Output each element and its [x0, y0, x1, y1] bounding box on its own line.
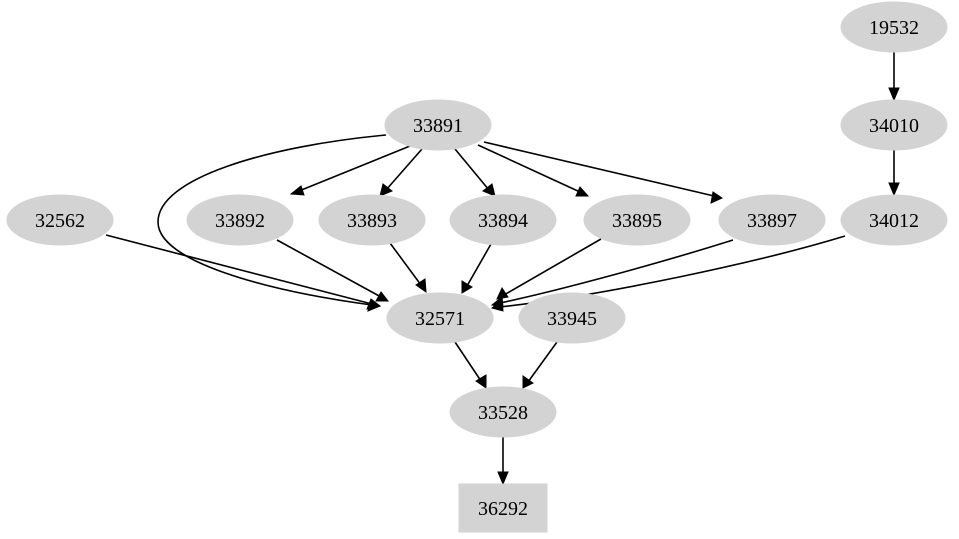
node-ellipse-shape[interactable]	[518, 292, 626, 344]
edge-line	[499, 239, 734, 304]
graph-node-34012[interactable]: 34012	[840, 194, 948, 246]
edge-line	[503, 238, 602, 296]
arrowhead-icon	[522, 375, 534, 389]
arrowhead-icon	[710, 191, 724, 204]
edge-line	[477, 144, 581, 193]
arrowhead-icon	[482, 183, 496, 197]
arrowhead-icon	[289, 185, 305, 196]
graph-node-33893[interactable]: 33893	[318, 194, 426, 246]
node-ellipse-shape[interactable]	[583, 194, 691, 246]
arrowhead-icon	[490, 299, 504, 312]
edge-line	[527, 341, 558, 383]
edge-32571-to-33528	[454, 341, 487, 389]
arrowhead-icon	[475, 374, 487, 389]
edge-33891-to-33893	[379, 148, 423, 197]
edge-33528-to-36292	[497, 437, 509, 486]
graph-node-34010[interactable]: 34010	[840, 99, 948, 151]
graph-node-33528[interactable]: 33528	[449, 386, 557, 438]
edge-layer	[105, 52, 900, 486]
edge-33891-to-33894	[454, 148, 496, 197]
arrowhead-icon	[888, 182, 900, 197]
arrowhead-icon	[575, 186, 590, 197]
graph-node-33894[interactable]: 33894	[449, 194, 557, 246]
arrowhead-icon	[366, 298, 382, 310]
edge-line	[157, 134, 387, 306]
node-ellipse-shape[interactable]	[449, 386, 557, 438]
edge-line	[466, 243, 492, 287]
graph-node-32562[interactable]: 32562	[6, 194, 114, 246]
edge-19532-to-34010	[888, 52, 900, 102]
edge-33894-to-32571	[461, 243, 492, 294]
node-ellipse-shape[interactable]	[186, 194, 294, 246]
node-ellipse-shape[interactable]	[318, 194, 426, 246]
arrowhead-icon	[497, 471, 509, 486]
node-ellipse-shape[interactable]	[840, 1, 948, 53]
edge-33893-to-32571	[389, 242, 427, 294]
graph-node-33897[interactable]: 33897	[718, 194, 826, 246]
edge-line	[483, 141, 715, 197]
edge-line	[105, 234, 373, 305]
node-ellipse-shape[interactable]	[718, 194, 826, 246]
edge-33891-to-33892	[289, 145, 411, 196]
edge-line	[276, 239, 382, 298]
node-ellipse-shape[interactable]	[840, 99, 948, 151]
edge-33945-to-33528	[522, 341, 558, 389]
arrowhead-icon	[888, 87, 900, 102]
edge-33892-to-32571	[276, 239, 390, 302]
edge-32562-to-32571	[105, 234, 382, 310]
node-ellipse-shape[interactable]	[384, 99, 492, 151]
node-ellipse-shape[interactable]	[449, 194, 557, 246]
node-box-shape[interactable]	[458, 483, 548, 533]
edge-line	[385, 148, 423, 191]
arrowhead-icon	[415, 278, 427, 294]
graph-node-19532[interactable]: 19532	[840, 1, 948, 53]
edge-33891-to-33897	[483, 141, 724, 204]
graph-node-33895[interactable]: 33895	[583, 194, 691, 246]
edge-line	[454, 341, 482, 382]
graph-node-32571[interactable]: 32571	[386, 292, 494, 344]
graph-node-36292[interactable]: 36292	[458, 483, 548, 533]
node-ellipse-shape[interactable]	[386, 292, 494, 344]
arrowhead-icon	[379, 183, 393, 197]
node-ellipse-shape[interactable]	[840, 194, 948, 246]
graph-node-33892[interactable]: 33892	[186, 194, 294, 246]
edge-line	[454, 148, 490, 191]
edge-34010-to-34012	[888, 150, 900, 197]
arrowhead-icon	[461, 280, 473, 294]
edge-line	[298, 145, 411, 192]
graph-node-33945[interactable]: 33945	[518, 292, 626, 344]
node-ellipse-shape[interactable]	[6, 194, 114, 246]
graph-node-33891[interactable]: 33891	[384, 99, 492, 151]
edge-33891-to-33895	[477, 144, 590, 197]
edge-33895-to-32571	[496, 238, 602, 300]
edge-line	[389, 242, 422, 286]
arrowhead-icon	[375, 291, 390, 302]
